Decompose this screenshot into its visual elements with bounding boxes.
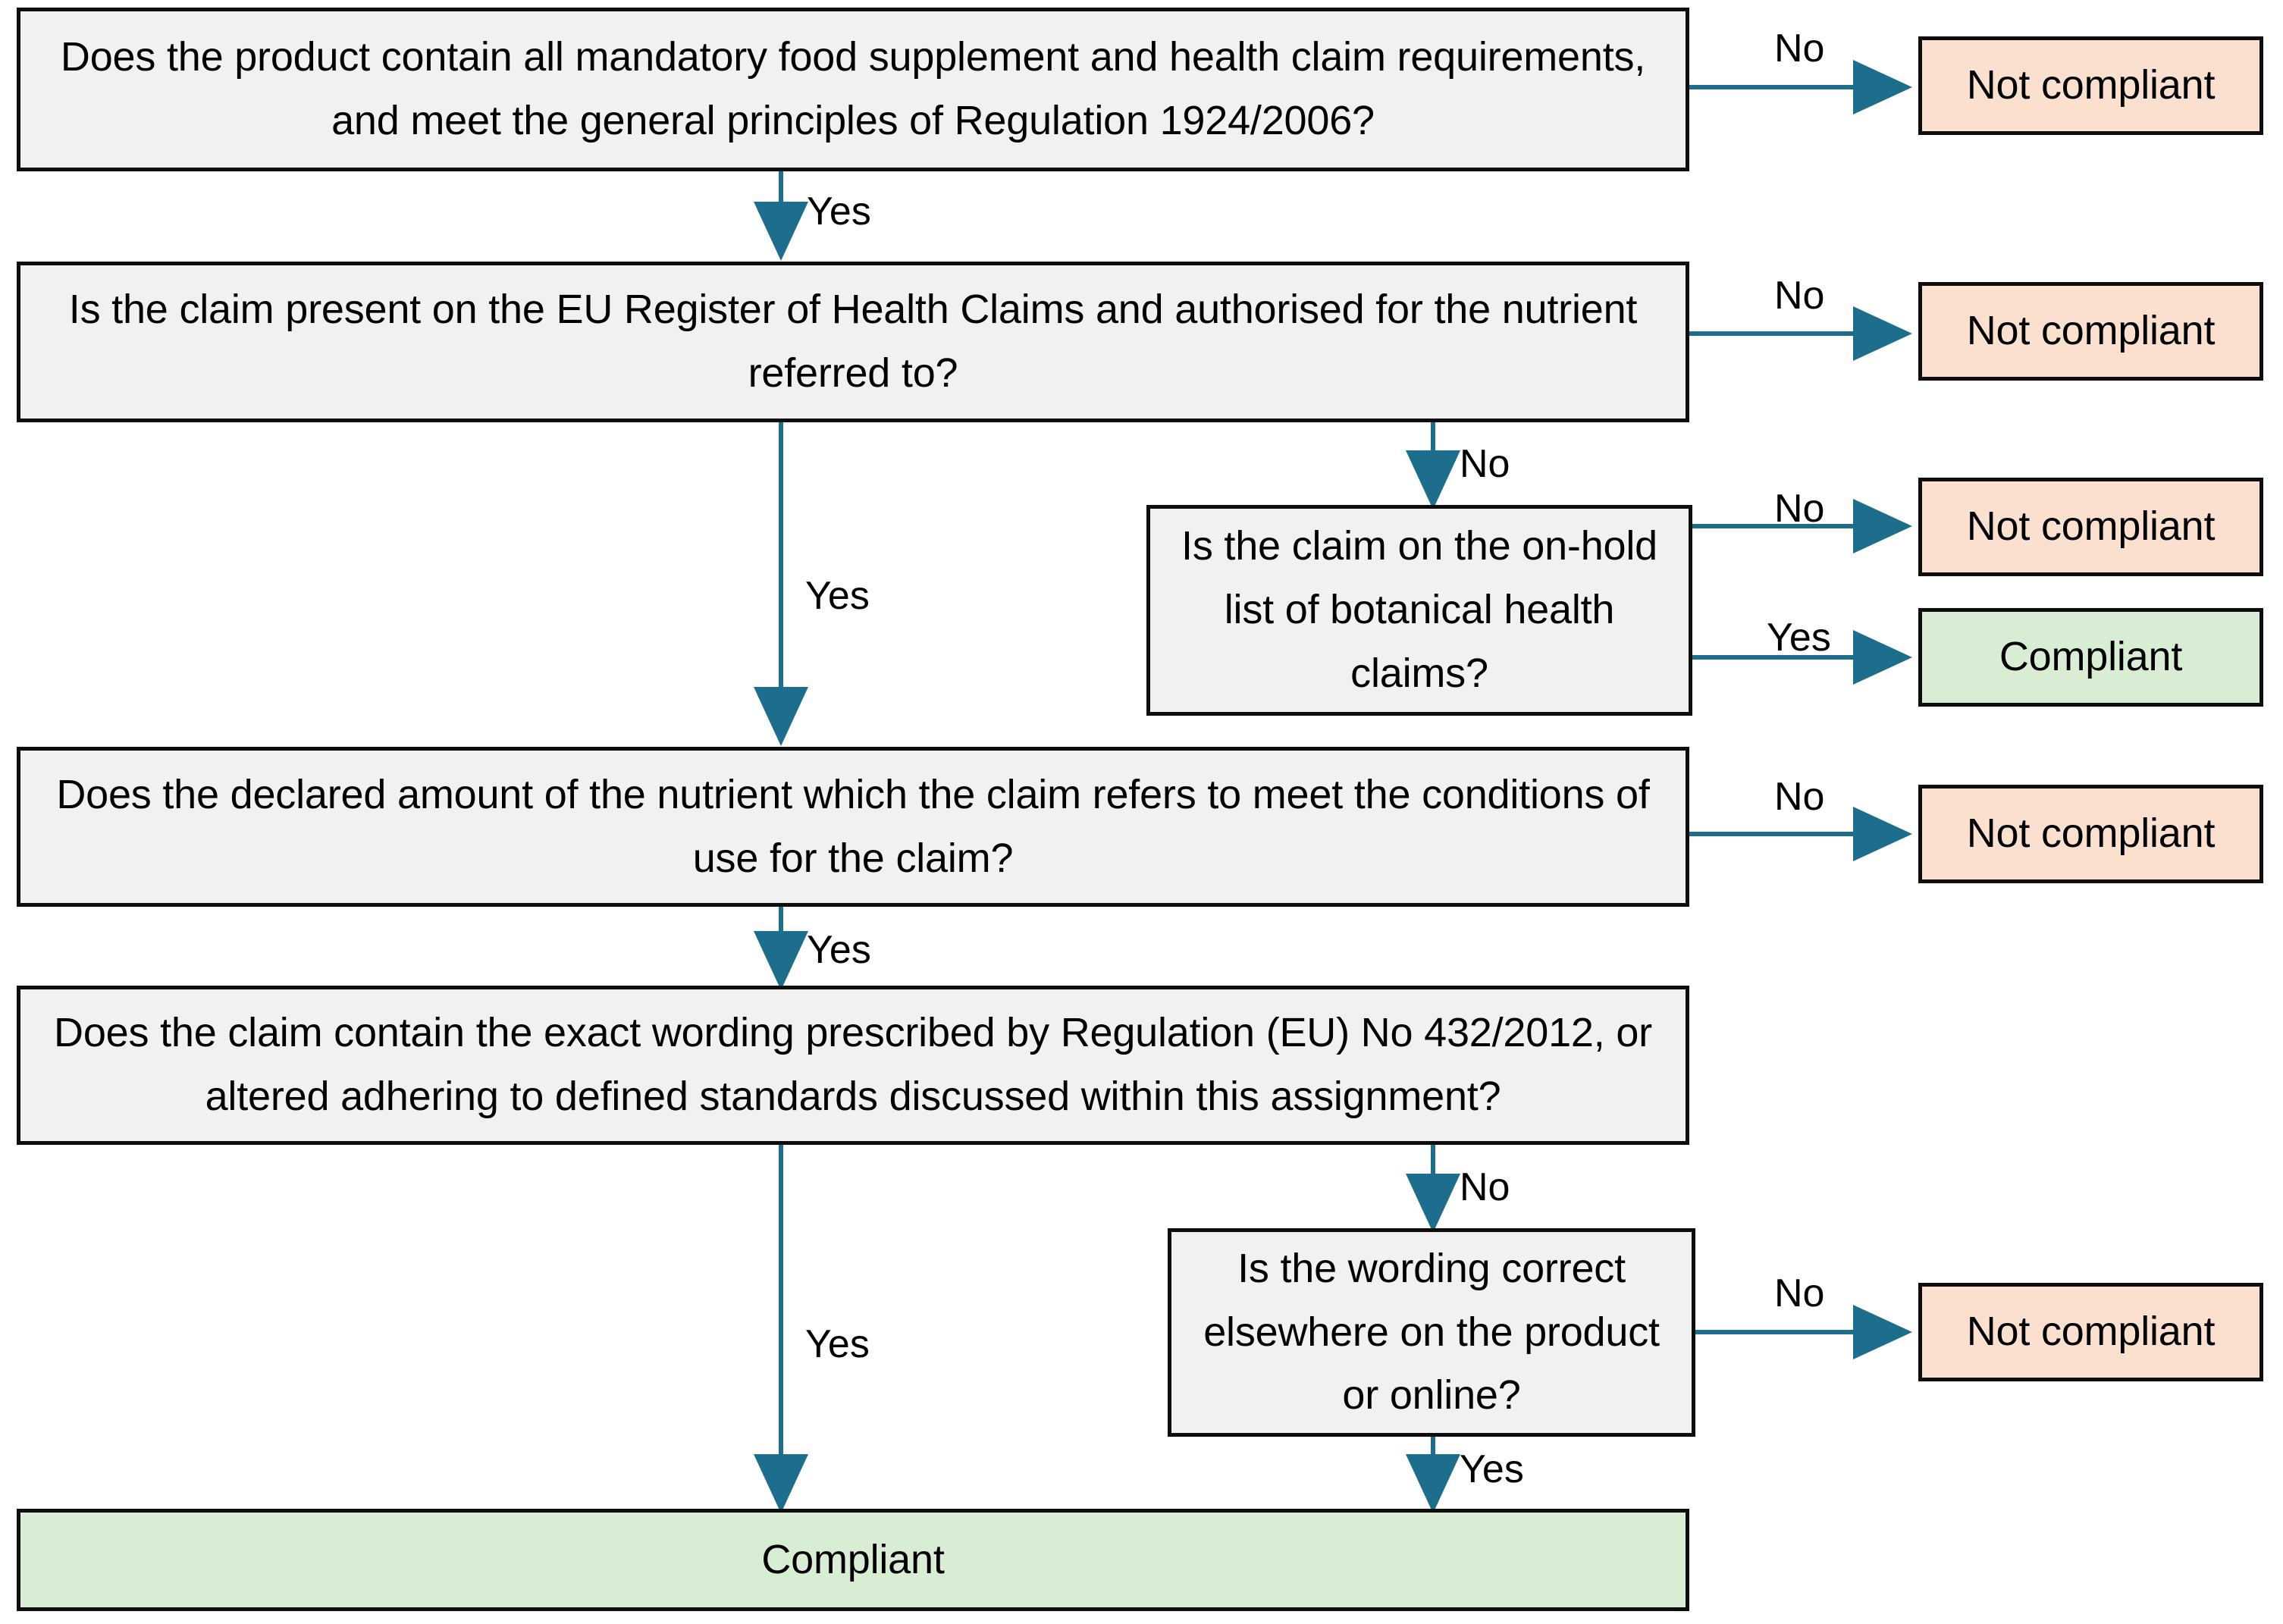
decision-declared-amount[interactable]: Does the declared amount of the nutrient…	[17, 747, 1689, 907]
result-compliant-final-label: Compliant	[761, 1536, 945, 1582]
edge-label-q5-yes: Yes	[805, 1322, 870, 1366]
decision-exact-wording[interactable]: Does the claim contain the exact wording…	[17, 986, 1689, 1145]
result-not-compliant-2-label: Not compliant	[1966, 308, 2216, 354]
decision-on-hold-botanical[interactable]: Is the claim on the on-hold list of bota…	[1146, 505, 1692, 716]
result-not-compliant-1[interactable]: Not compliant	[1918, 36, 2263, 135]
edge-label-q1-yes: Yes	[807, 190, 871, 234]
decision-eu-register-label: Is the claim present on the EU Register …	[68, 287, 1638, 396]
edge-label-q3-yes: Yes	[1767, 616, 1831, 660]
result-not-compliant-4[interactable]: Not compliant	[1918, 785, 2263, 883]
result-not-compliant-5[interactable]: Not compliant	[1918, 1283, 2263, 1381]
decision-on-hold-botanical-label: Is the claim on the on-hold list of bota…	[1181, 523, 1657, 696]
edge-label-q2-no-right: No	[1774, 274, 1825, 318]
decision-wording-elsewhere[interactable]: Is the wording correct elsewhere on the …	[1168, 1228, 1695, 1437]
result-not-compliant-3[interactable]: Not compliant	[1918, 478, 2263, 576]
edge-label-q6-no: No	[1774, 1271, 1825, 1315]
result-not-compliant-4-label: Not compliant	[1966, 810, 2216, 857]
result-not-compliant-5-label: Not compliant	[1966, 1309, 2216, 1355]
result-compliant-final[interactable]: Compliant	[17, 1509, 1689, 1611]
result-not-compliant-1-label: Not compliant	[1966, 62, 2216, 108]
result-compliant-botanical-label: Compliant	[1999, 634, 2183, 680]
edge-label-q4-no: No	[1774, 775, 1825, 819]
edge-label-q4-yes: Yes	[807, 928, 871, 972]
decision-mandatory-requirements[interactable]: Does the product contain all mandatory f…	[17, 8, 1689, 171]
edge-label-q6-yes: Yes	[1460, 1447, 1524, 1491]
decision-wording-elsewhere-label: Is the wording correct elsewhere on the …	[1203, 1245, 1660, 1419]
decision-eu-register[interactable]: Is the claim present on the EU Register …	[17, 262, 1689, 422]
edge-label-q3-no: No	[1774, 487, 1825, 531]
decision-declared-amount-label: Does the declared amount of the nutrient…	[56, 771, 1650, 881]
decision-exact-wording-label: Does the claim contain the exact wording…	[54, 1010, 1652, 1119]
decision-mandatory-requirements-label: Does the product contain all mandatory f…	[60, 34, 1646, 143]
edge-label-q5-no: No	[1460, 1165, 1510, 1209]
edge-label-q2-no-down: No	[1460, 442, 1510, 486]
edge-label-q1-no: No	[1774, 27, 1825, 71]
result-not-compliant-3-label: Not compliant	[1966, 503, 2216, 550]
result-compliant-botanical[interactable]: Compliant	[1918, 608, 2263, 707]
edge-label-q2-yes: Yes	[805, 574, 870, 618]
result-not-compliant-2[interactable]: Not compliant	[1918, 282, 2263, 381]
